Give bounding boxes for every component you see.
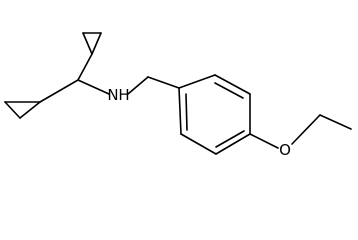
hydrogen-label: H — [118, 86, 129, 104]
double-bond-inner — [185, 93, 188, 131]
bond — [147, 76, 180, 89]
bond — [291, 114, 321, 145]
bond — [19, 101, 41, 119]
bond — [319, 114, 352, 130]
cyclopropyl-ring-left — [4, 101, 41, 119]
bond — [91, 32, 102, 55]
bond — [180, 133, 217, 155]
double-bond-inner — [215, 130, 245, 148]
bond — [214, 74, 251, 95]
bond — [77, 79, 110, 95]
bond — [215, 133, 251, 155]
bond — [178, 74, 216, 89]
bond — [127, 76, 149, 95]
benzene-ring — [178, 74, 251, 155]
bond — [178, 87, 182, 135]
oxygen-label: O — [279, 141, 291, 159]
bond — [249, 133, 279, 149]
bond — [82, 32, 93, 55]
bond — [77, 53, 93, 81]
bond — [39, 79, 79, 103]
nitrogen-label: N — [107, 86, 118, 104]
cyclopropyl-ring-top — [82, 32, 102, 55]
bond — [4, 101, 21, 119]
double-bond-inner — [214, 82, 244, 99]
structure-diagram: N H O — [4, 32, 352, 159]
